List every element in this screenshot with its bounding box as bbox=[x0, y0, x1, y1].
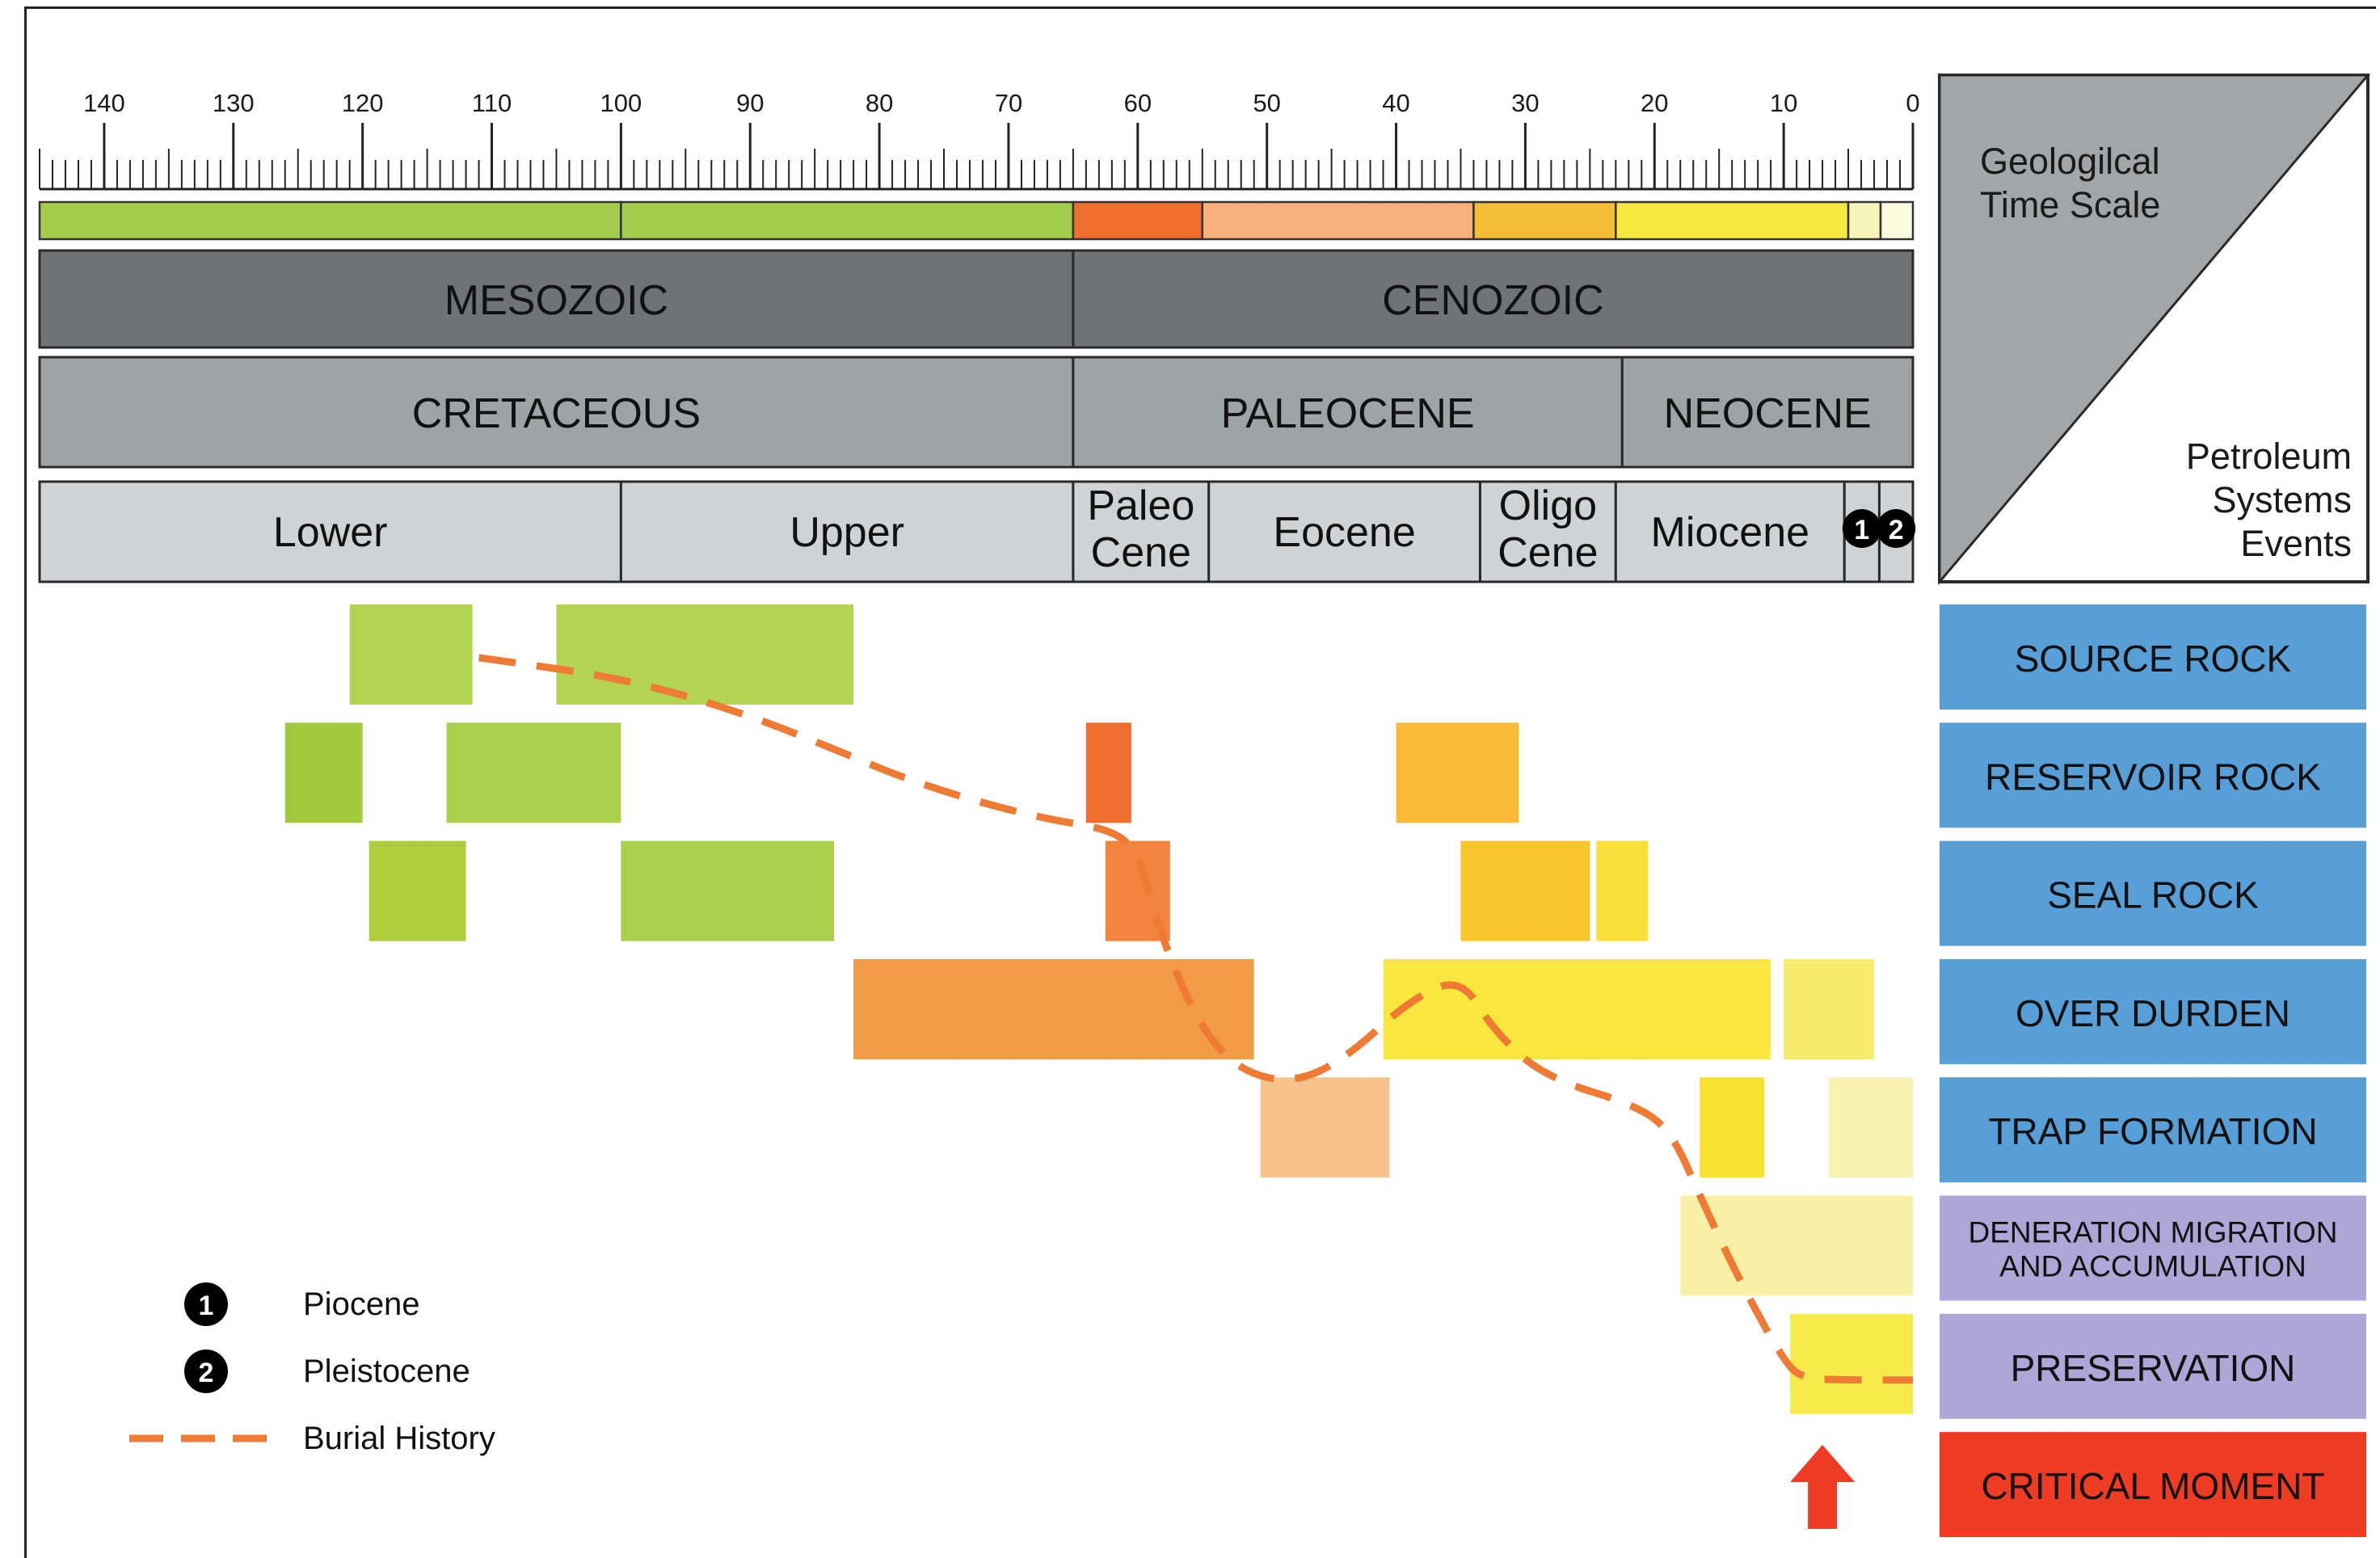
tick-label-10: 10 bbox=[1770, 89, 1797, 117]
event-bar bbox=[1460, 840, 1590, 941]
epoch-marker-label: 1 bbox=[1854, 515, 1869, 545]
period-label: NEOCENE bbox=[1664, 390, 1872, 437]
tick-label-110: 110 bbox=[472, 89, 512, 117]
tick-label-20: 20 bbox=[1641, 89, 1668, 117]
epoch-cell bbox=[38, 480, 622, 583]
epoch-cell bbox=[1072, 480, 1211, 583]
color-bar-segment bbox=[1072, 200, 1204, 241]
tick-label-80: 80 bbox=[866, 89, 893, 117]
event-bar bbox=[349, 604, 473, 705]
event-bar bbox=[1784, 958, 1875, 1059]
event-box bbox=[1940, 840, 2366, 946]
legend-label: Piocene bbox=[303, 1286, 420, 1322]
period-cell bbox=[1072, 356, 1624, 469]
epoch-cell bbox=[1478, 480, 1617, 583]
event-box bbox=[1940, 1077, 2366, 1183]
epoch-cell bbox=[1614, 480, 1846, 583]
legend-label: Burial History bbox=[303, 1421, 495, 1456]
legend-marker-1 bbox=[184, 1282, 228, 1326]
epoch-cell bbox=[619, 480, 1075, 583]
period-cell bbox=[1620, 356, 1915, 469]
epoch-label: Eocene bbox=[1273, 509, 1415, 556]
era-label: MESOZOIC bbox=[444, 277, 668, 324]
event-bar bbox=[1383, 958, 1771, 1059]
legend-marker-2 bbox=[184, 1350, 228, 1393]
event-box bbox=[1940, 1195, 2366, 1301]
event-bar bbox=[446, 722, 621, 823]
epoch-label: Lower bbox=[273, 509, 388, 556]
tick-label-40: 40 bbox=[1382, 89, 1409, 117]
event-bar bbox=[621, 840, 835, 941]
period-label: CRETACEOUS bbox=[412, 390, 701, 437]
burial-history-line bbox=[478, 654, 1913, 1384]
tick-label-130: 130 bbox=[213, 89, 255, 117]
epoch-marker-1 bbox=[1842, 509, 1881, 548]
tick-label-50: 50 bbox=[1253, 89, 1280, 117]
tick-label-100: 100 bbox=[600, 89, 642, 117]
color-bar-segment bbox=[1472, 200, 1617, 241]
color-bar-segment bbox=[1201, 200, 1475, 241]
color-bar-segment bbox=[1879, 200, 1915, 241]
event-bar bbox=[1829, 1077, 1913, 1178]
event-bar bbox=[1790, 1313, 1913, 1414]
event-bar bbox=[369, 840, 466, 941]
figure-frame bbox=[24, 6, 2376, 1558]
event-label: RESERVOIR ROCK bbox=[1985, 756, 2321, 798]
era-cell bbox=[38, 249, 1075, 349]
color-bar-segment bbox=[620, 200, 1075, 241]
tick-label-30: 30 bbox=[1511, 89, 1539, 117]
event-bar bbox=[556, 604, 854, 705]
color-bar-segment bbox=[1847, 200, 1882, 241]
tick-label-140: 140 bbox=[83, 89, 125, 117]
era-label: CENOZOIC bbox=[1382, 277, 1603, 324]
event-bar bbox=[853, 958, 1254, 1059]
event-bar bbox=[1085, 722, 1131, 823]
event-box bbox=[1940, 958, 2366, 1064]
event-label: CRITICAL MOMENT bbox=[1981, 1465, 2324, 1507]
event-bar bbox=[1396, 722, 1519, 823]
corner-triangle bbox=[1938, 74, 2371, 586]
color-bar-segment bbox=[38, 200, 622, 241]
event-label: PRESERVATION bbox=[2011, 1347, 2296, 1389]
legend-marker-label: 1 bbox=[199, 1291, 214, 1321]
event-label: TRAP FORMATION bbox=[1988, 1110, 2317, 1152]
event-label: SOURCE ROCK bbox=[2015, 638, 2292, 680]
legend-marker-label: 2 bbox=[199, 1358, 214, 1388]
tick-label-70: 70 bbox=[995, 89, 1022, 117]
tick-label-90: 90 bbox=[736, 89, 764, 117]
event-bar bbox=[1700, 1077, 1765, 1178]
critical-moment-arrow bbox=[1790, 1445, 1856, 1529]
tick-label-0: 0 bbox=[1906, 89, 1919, 117]
epoch-marker-label: 2 bbox=[1889, 515, 1904, 545]
event-box bbox=[1940, 604, 2366, 710]
event-bar bbox=[1260, 1077, 1390, 1178]
period-label: PALEOCENE bbox=[1221, 390, 1475, 437]
tick-label-60: 60 bbox=[1124, 89, 1152, 117]
epoch-label: Upper bbox=[790, 509, 904, 556]
period-cell bbox=[38, 356, 1075, 469]
event-bar bbox=[1596, 840, 1649, 941]
event-label: SEAL ROCK bbox=[2047, 874, 2259, 916]
tick-label-120: 120 bbox=[342, 89, 384, 117]
event-bar bbox=[284, 722, 363, 823]
legend-label: Pleistocene bbox=[303, 1354, 470, 1389]
color-bar-segment bbox=[1615, 200, 1850, 241]
event-bar bbox=[1680, 1195, 1913, 1296]
epoch-label: Miocene bbox=[1651, 509, 1810, 556]
event-box bbox=[1940, 722, 2366, 828]
event-label: OVER DURDEN bbox=[2016, 992, 2290, 1034]
event-box bbox=[1940, 1313, 2366, 1419]
event-box bbox=[1940, 1432, 2366, 1538]
epoch-marker-2 bbox=[1877, 509, 1916, 548]
era-cell bbox=[1072, 249, 1915, 349]
